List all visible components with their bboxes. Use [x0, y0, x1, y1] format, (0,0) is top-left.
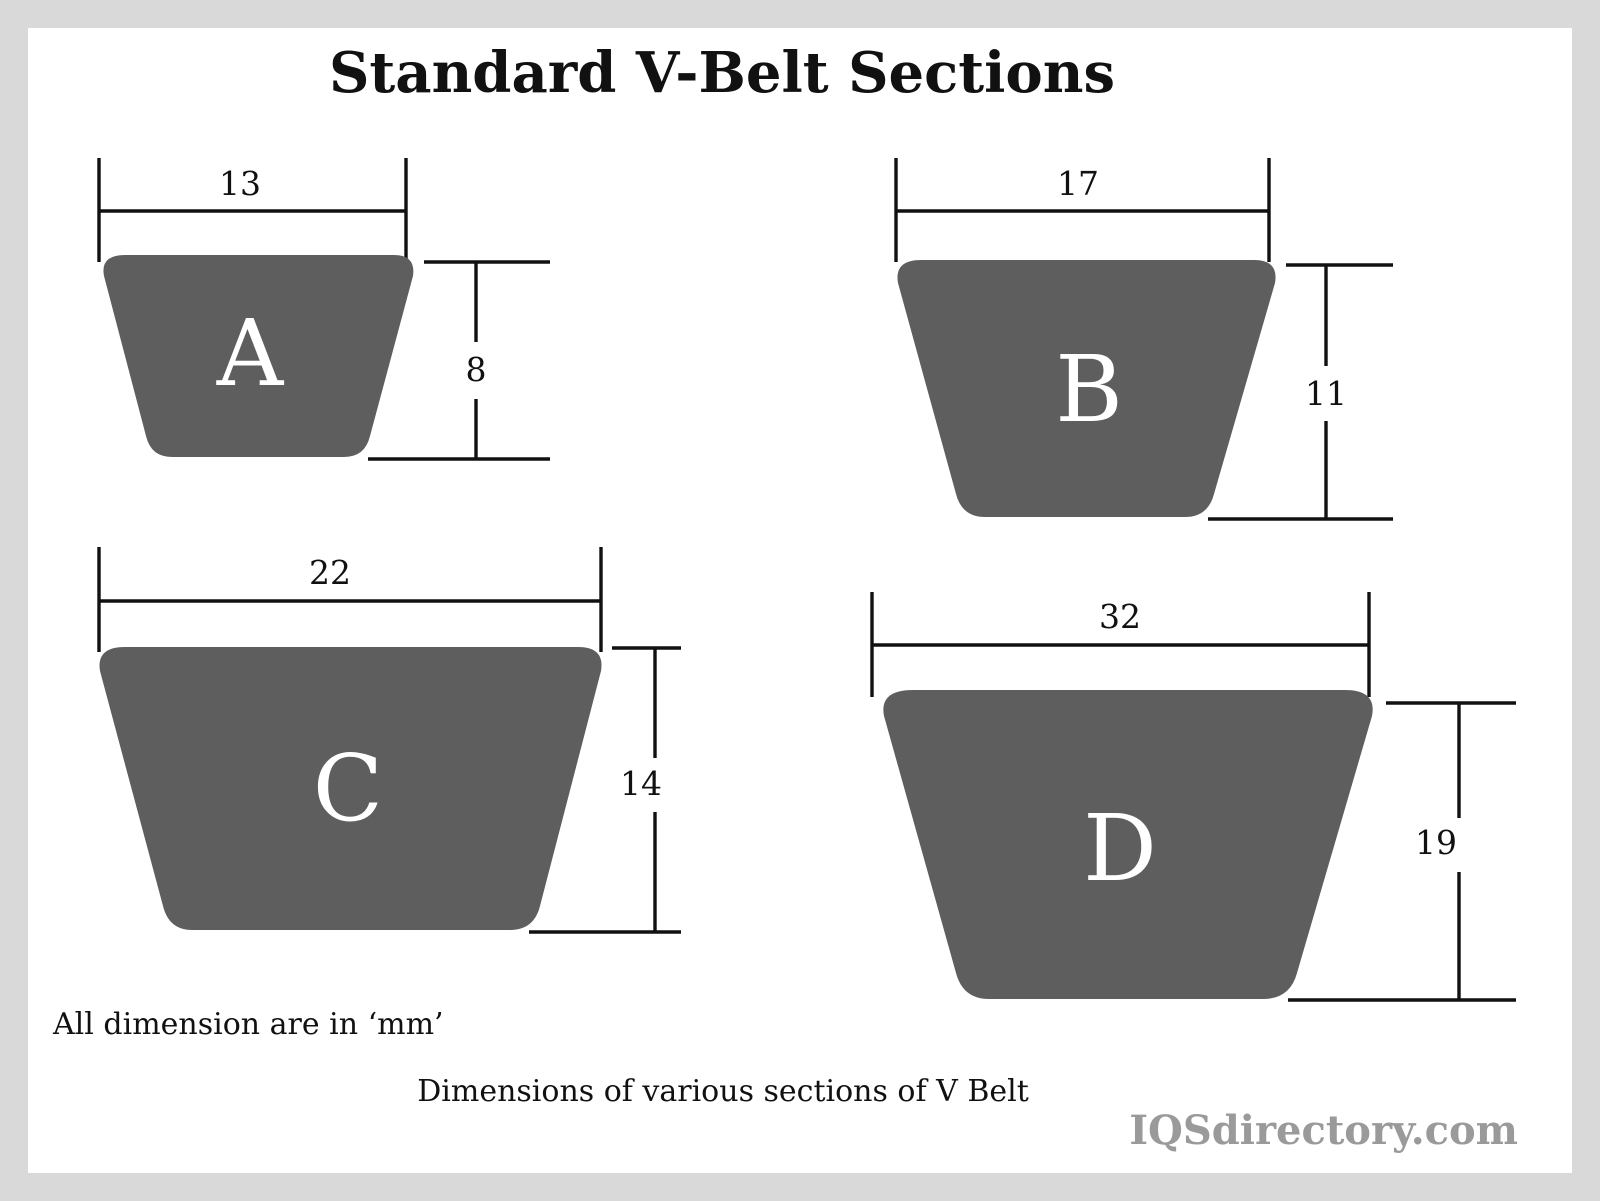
width-dimension-c: 22	[97, 547, 603, 652]
page-title: Standard V-Belt Sections	[329, 40, 1115, 106]
belt-shape-b	[897, 260, 1276, 517]
height-label-a: 8	[466, 350, 487, 389]
belt-section-b: 17 B 11	[894, 158, 1393, 521]
height-dimension-d: 19	[1288, 701, 1516, 1002]
belt-letter-a: A	[216, 300, 285, 407]
belt-section-c: 22 C 14	[97, 547, 681, 934]
width-label-c: 22	[309, 553, 351, 592]
height-dimension-b: 11	[1208, 263, 1393, 521]
belt-section-d: 32 D 19	[870, 592, 1516, 1002]
width-label-d: 32	[1099, 597, 1141, 636]
belt-letter-b: B	[1055, 336, 1123, 443]
height-label-d: 19	[1415, 823, 1457, 862]
width-label-a: 13	[219, 164, 261, 203]
diagram-caption: Dimensions of various sections of V Belt	[417, 1074, 1029, 1109]
units-note: All dimension are in ‘mm’	[52, 1007, 444, 1042]
belt-section-a: 13 A 8	[97, 158, 550, 461]
height-label-c: 14	[620, 764, 662, 803]
width-dimension-b: 17	[894, 158, 1271, 262]
width-dimension-d: 32	[870, 592, 1371, 697]
belt-shape-c	[99, 647, 602, 930]
height-dimension-c: 14	[529, 646, 681, 934]
width-label-b: 17	[1057, 164, 1099, 203]
height-dimension-a: 8	[368, 260, 550, 461]
belt-shape-a	[103, 255, 414, 457]
belt-letter-d: D	[1083, 795, 1157, 902]
width-dimension-a: 13	[97, 158, 408, 262]
belt-shape-d	[883, 690, 1373, 999]
watermark-logo: IQSdirectory.com	[1129, 1107, 1518, 1154]
belt-letter-c: C	[313, 735, 383, 842]
height-label-b: 11	[1305, 374, 1347, 413]
